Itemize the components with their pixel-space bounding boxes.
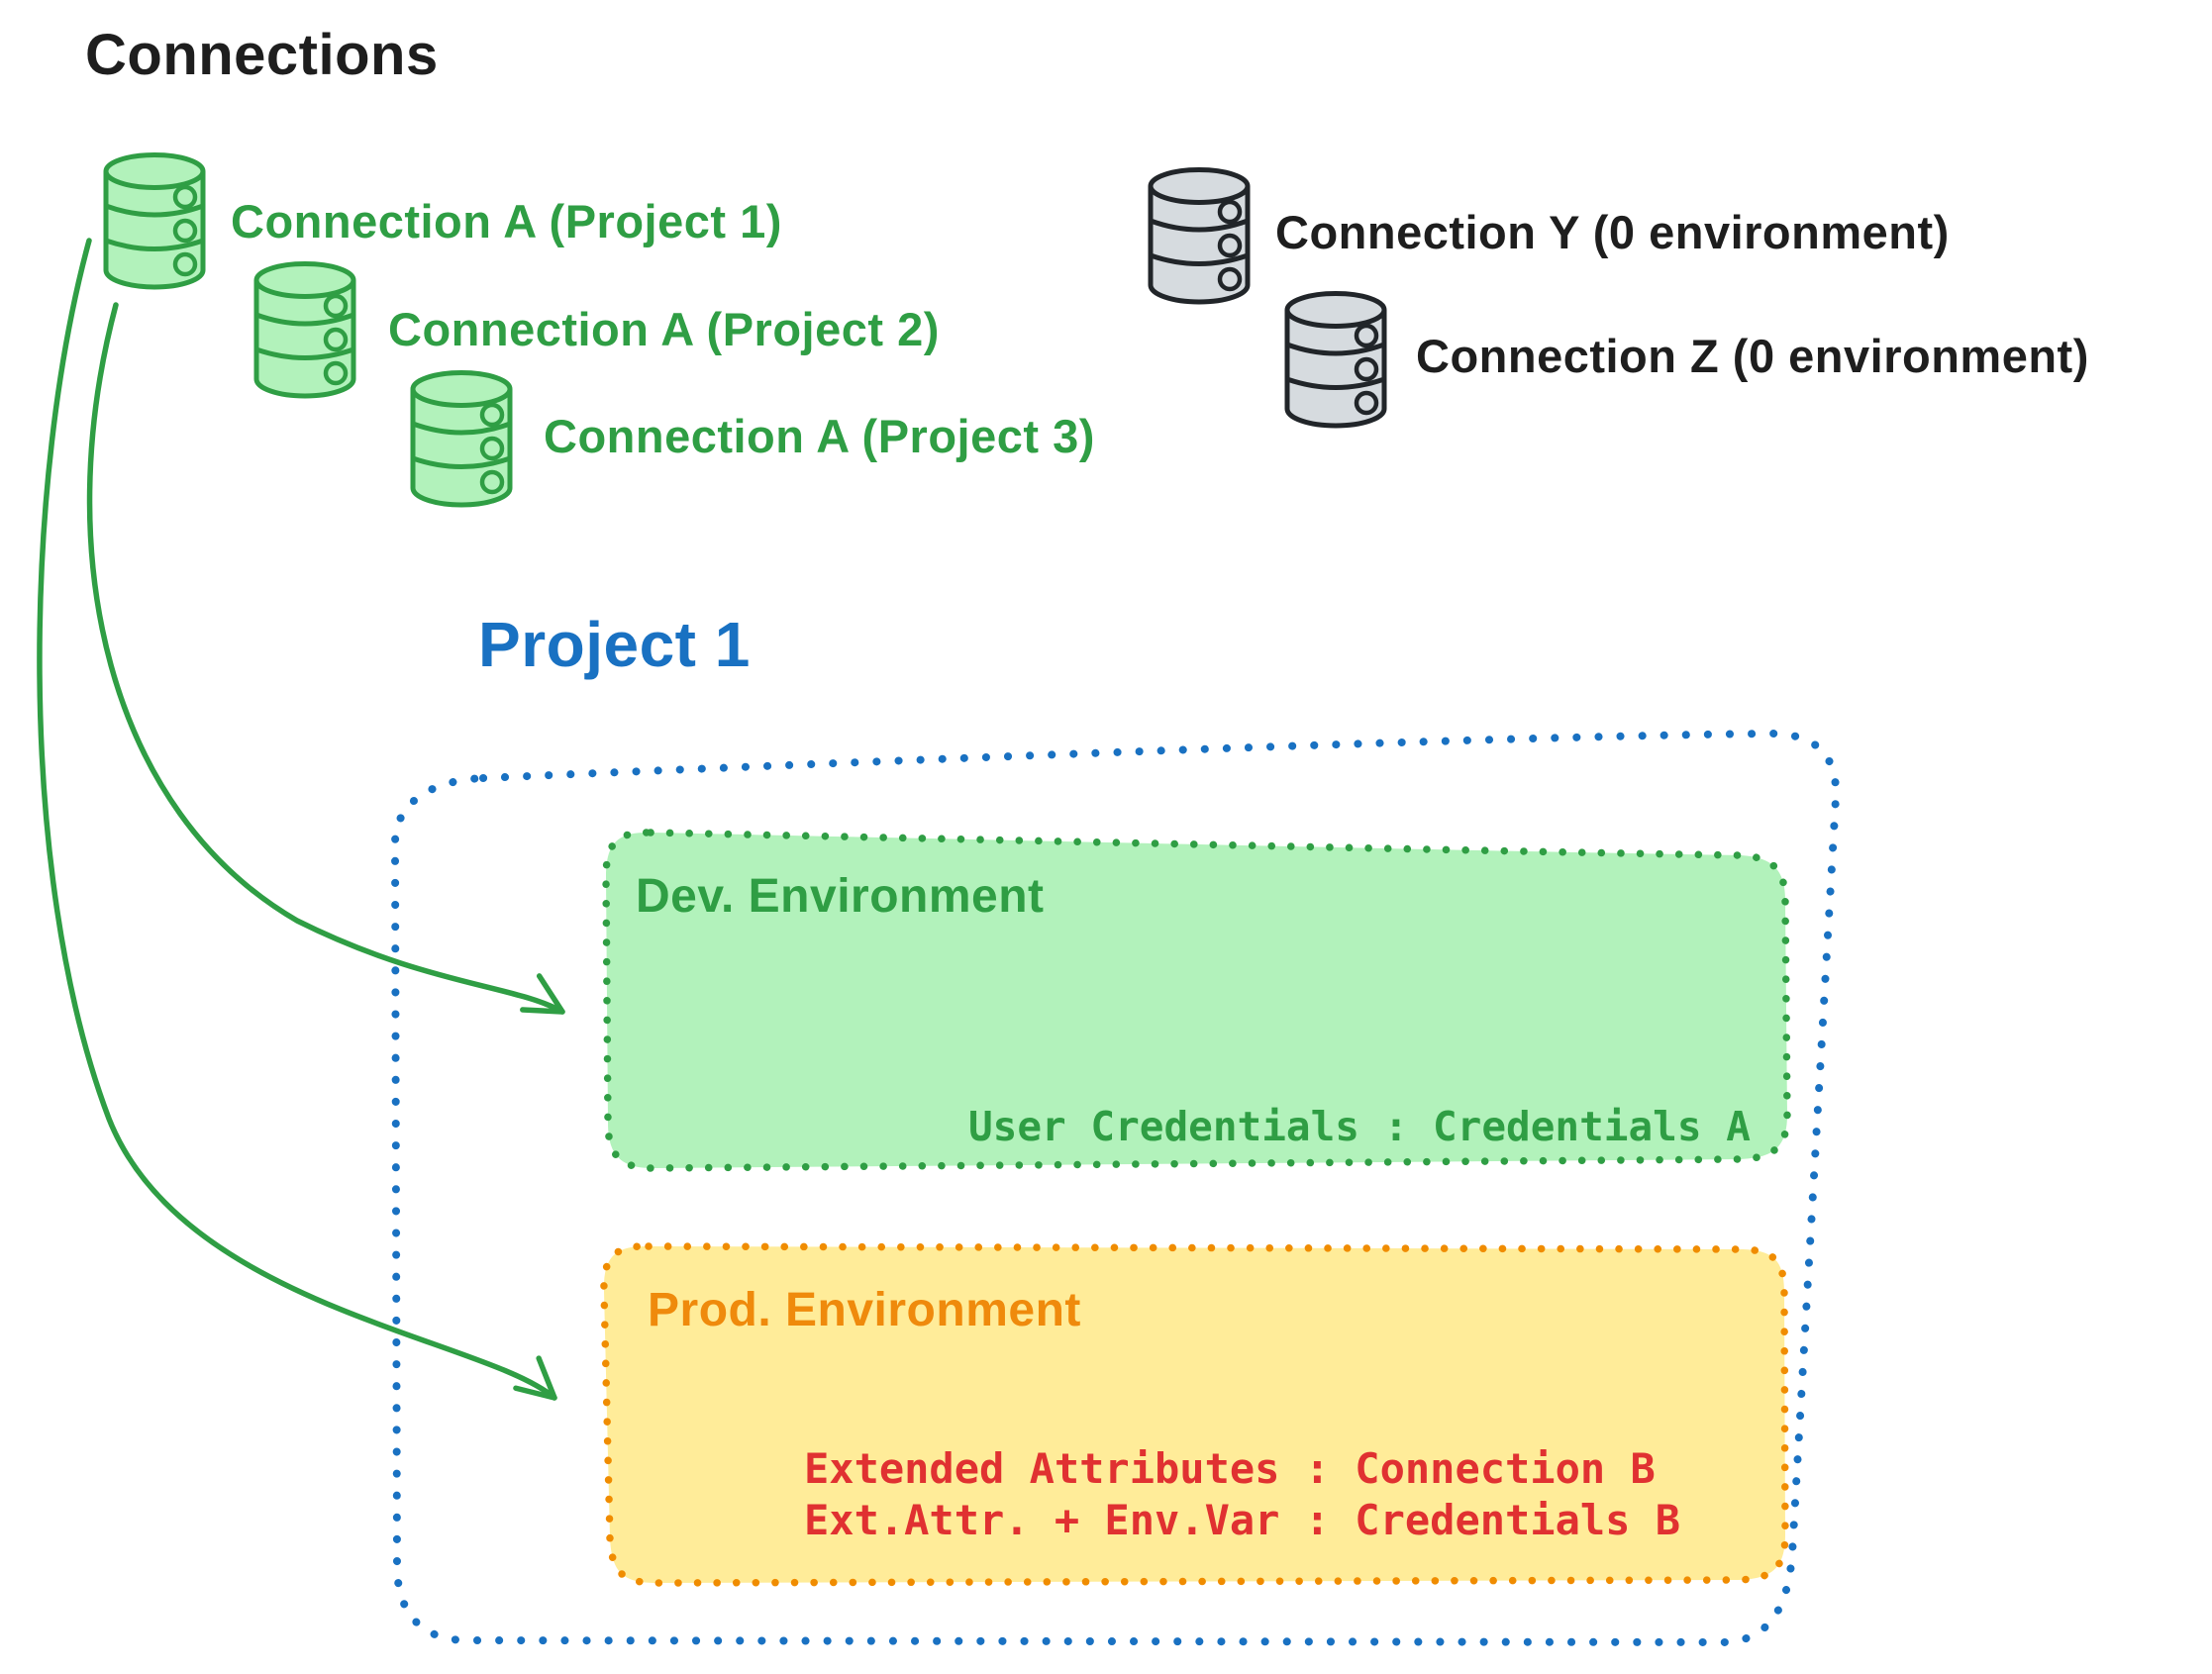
database-icon-connection-a-project-2 [250, 259, 360, 398]
prod-environment-attributes-line-1: Extended Attributes : Connection B [804, 1444, 1656, 1493]
dev-environment-credentials-text: User Credentials : Credentials A [968, 1103, 1751, 1150]
database-icon-connection-a-project-1 [99, 150, 210, 289]
database-icon-connection-a-project-3 [406, 368, 517, 507]
project-1-title: Project 1 [478, 609, 751, 680]
connection-z-label: Connection Z (0 environment) [1416, 330, 2089, 382]
dev-environment-title: Dev. Environment [636, 870, 1045, 923]
prod-environment-box [600, 1242, 1789, 1587]
connection-a-project-3-label: Connection A (Project 3) [544, 410, 1095, 462]
arrow-to-dev-environment [86, 302, 565, 1015]
prod-environment-title: Prod. Environment [648, 1284, 1081, 1336]
dev-environment-box [602, 829, 1791, 1172]
diagram-title: Connections [85, 23, 439, 87]
database-icon-connection-y [1144, 165, 1255, 304]
prod-environment-attributes-line-2: Ext.Attr. + Env.Var : Credentials B [804, 1496, 1681, 1544]
connection-y-label: Connection Y (0 environment) [1275, 206, 1950, 258]
connection-a-project-1-label: Connection A (Project 1) [231, 195, 782, 247]
database-icon-connection-z [1280, 289, 1391, 428]
connection-a-project-2-label: Connection A (Project 2) [388, 303, 940, 355]
arrow-to-prod-environment [37, 238, 557, 1401]
